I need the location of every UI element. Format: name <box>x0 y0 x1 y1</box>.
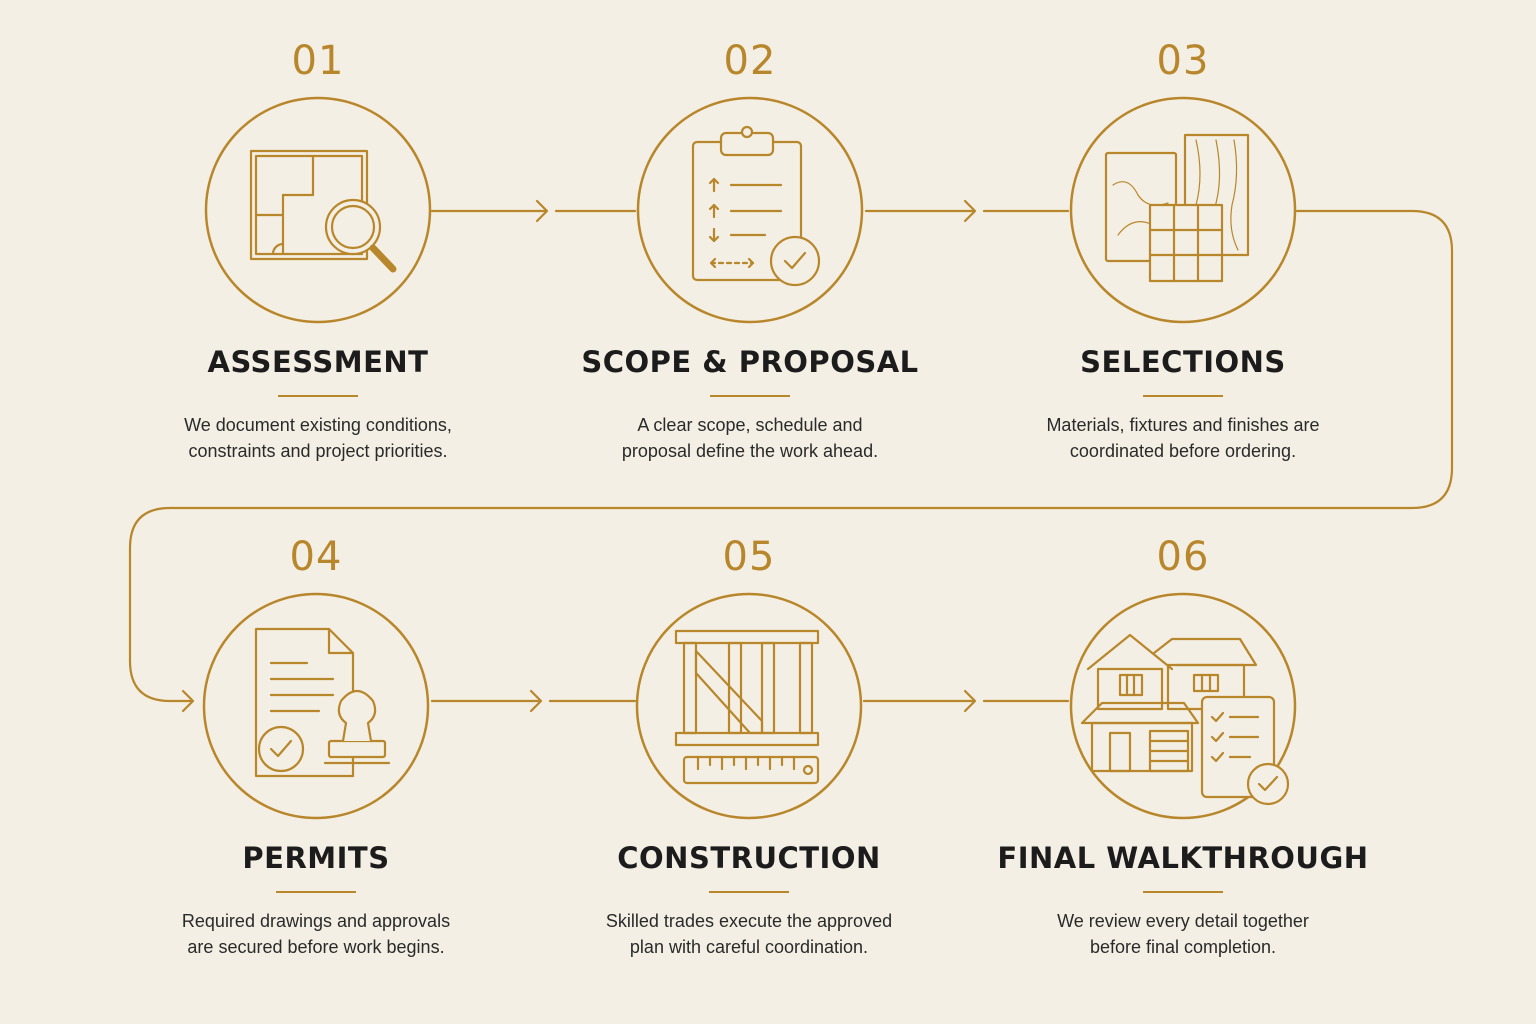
description-line: constraints and project priorities. <box>188 441 448 461</box>
title-underline <box>276 891 356 893</box>
step-description: Skilled trades execute the approved plan… <box>559 908 939 960</box>
title-underline <box>710 395 790 397</box>
step-title: FINAL WALKTHROUGH <box>997 841 1369 875</box>
description-line: coordinated before ordering. <box>1069 441 1297 461</box>
step-final-walkthrough: 06 <box>973 496 1393 976</box>
framing-ruler-icon <box>634 591 864 821</box>
description-line: Skilled trades execute the approved <box>605 911 893 931</box>
step-number: 06 <box>1156 534 1210 580</box>
step-number: 02 <box>723 38 777 84</box>
step-title: CONSTRUCTION <box>617 841 881 875</box>
step-scope-proposal: 02 <box>540 0 960 480</box>
step-number: 01 <box>291 38 345 84</box>
step-number: 03 <box>1156 38 1210 84</box>
step-title: SCOPE & PROPOSAL <box>581 345 919 379</box>
step-title: PERMITS <box>242 841 390 875</box>
clipboard-check-icon <box>635 95 865 325</box>
step-selections: 03 SELECTIONS <box>973 0 1393 480</box>
step-number: 04 <box>289 534 343 580</box>
floorplan-magnifier-icon <box>203 95 433 325</box>
step-description: We review every detail together before f… <box>993 908 1373 960</box>
step-number: 05 <box>722 534 776 580</box>
step-description: A clear scope, schedule and proposal def… <box>560 412 940 464</box>
step-description: We document existing conditions, constra… <box>128 412 508 464</box>
title-underline <box>1143 395 1223 397</box>
material-samples-icon <box>1068 95 1298 325</box>
title-underline <box>709 891 789 893</box>
description-line: Materials, fixtures and finishes are <box>1046 415 1320 435</box>
description-line: are secured before work begins. <box>187 937 445 957</box>
title-underline <box>1143 891 1223 893</box>
step-title: ASSESSMENT <box>207 345 429 379</box>
description-line: We review every detail together <box>1057 911 1309 931</box>
document-stamp-icon <box>201 591 431 821</box>
description-line: plan with careful coordination. <box>629 937 869 957</box>
title-underline <box>278 395 358 397</box>
description-line: Required drawings and approvals <box>181 911 451 931</box>
description-line: We document existing conditions, <box>184 415 452 435</box>
step-assessment: 01 ASSESSMENT We do <box>108 0 528 480</box>
description-line: proposal define the work ahead. <box>621 441 879 461</box>
step-construction: 05 <box>539 496 959 976</box>
step-description: Materials, fixtures and finishes are coo… <box>993 412 1373 464</box>
description-line: A clear scope, schedule and <box>637 415 863 435</box>
description-line: before final completion. <box>1089 937 1277 957</box>
step-permits: 04 PERMITS <box>106 496 526 976</box>
house-checklist-icon <box>1068 591 1298 821</box>
step-title: SELECTIONS <box>1080 345 1286 379</box>
step-description: Required drawings and approvals are secu… <box>126 908 506 960</box>
